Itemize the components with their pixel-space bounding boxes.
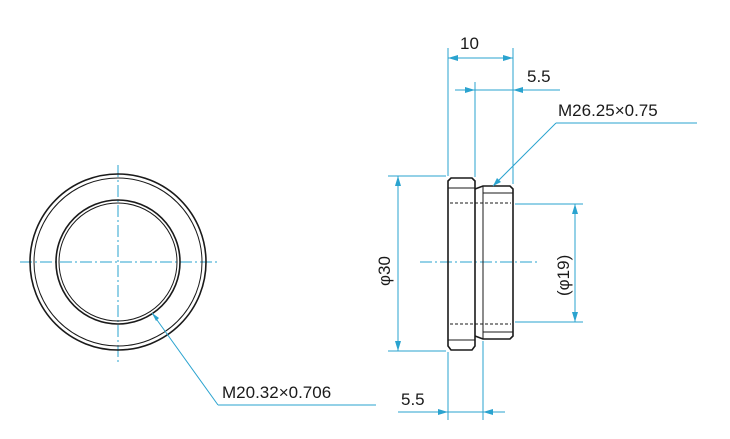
flange-body bbox=[447, 177, 476, 351]
flange-length-arrow-left bbox=[438, 409, 448, 415]
female-thread-leader bbox=[151, 312, 376, 406]
thread-diameter-dimension bbox=[515, 203, 583, 323]
female-thread-label: M20.32×0.706 bbox=[222, 383, 331, 402]
thread-length-arrow-right bbox=[513, 87, 523, 93]
overall-length-arrow-right bbox=[503, 55, 513, 61]
thread-length-label: 5.5 bbox=[527, 67, 551, 86]
outer-diameter-dimension bbox=[388, 175, 446, 352]
flange-length-label: 5.5 bbox=[401, 390, 425, 409]
male-thread-leader bbox=[492, 122, 697, 187]
overall-length-label: 10 bbox=[460, 34, 479, 53]
front-view-chamfer-circle bbox=[33, 177, 203, 347]
outer-diameter-arrow-bottom bbox=[395, 341, 401, 351]
front-view bbox=[20, 165, 220, 362]
outer-diameter-arrow-top bbox=[395, 176, 401, 186]
overall-length-arrow-left bbox=[448, 55, 458, 61]
overall-length-dimension bbox=[447, 48, 514, 184]
thread-length-dimension bbox=[455, 82, 560, 177]
male-thread-leader-arrow bbox=[493, 178, 501, 186]
female-thread-leader-arrow bbox=[152, 313, 159, 321]
thread-length-arrow-left bbox=[465, 87, 475, 93]
front-view-bore-circle bbox=[55, 199, 181, 325]
male-thread-label: M26.25×0.75 bbox=[558, 101, 658, 120]
outer-diameter-label: φ30 bbox=[375, 256, 394, 286]
flange-length-dimension bbox=[398, 341, 505, 420]
flange-length-arrow-right bbox=[483, 409, 493, 415]
thread-diameter-arrow-top bbox=[572, 204, 578, 214]
female-thread-leader-line bbox=[151, 312, 219, 406]
male-thread-leader-line bbox=[492, 122, 557, 187]
front-view-thread-circle bbox=[58, 202, 178, 322]
thread-diameter-label: (φ19) bbox=[554, 255, 573, 296]
front-view-outer-circle bbox=[29, 173, 207, 351]
thread-diameter-arrow-bottom bbox=[572, 312, 578, 322]
side-view bbox=[420, 177, 540, 351]
threaded-spigot bbox=[474, 185, 514, 340]
